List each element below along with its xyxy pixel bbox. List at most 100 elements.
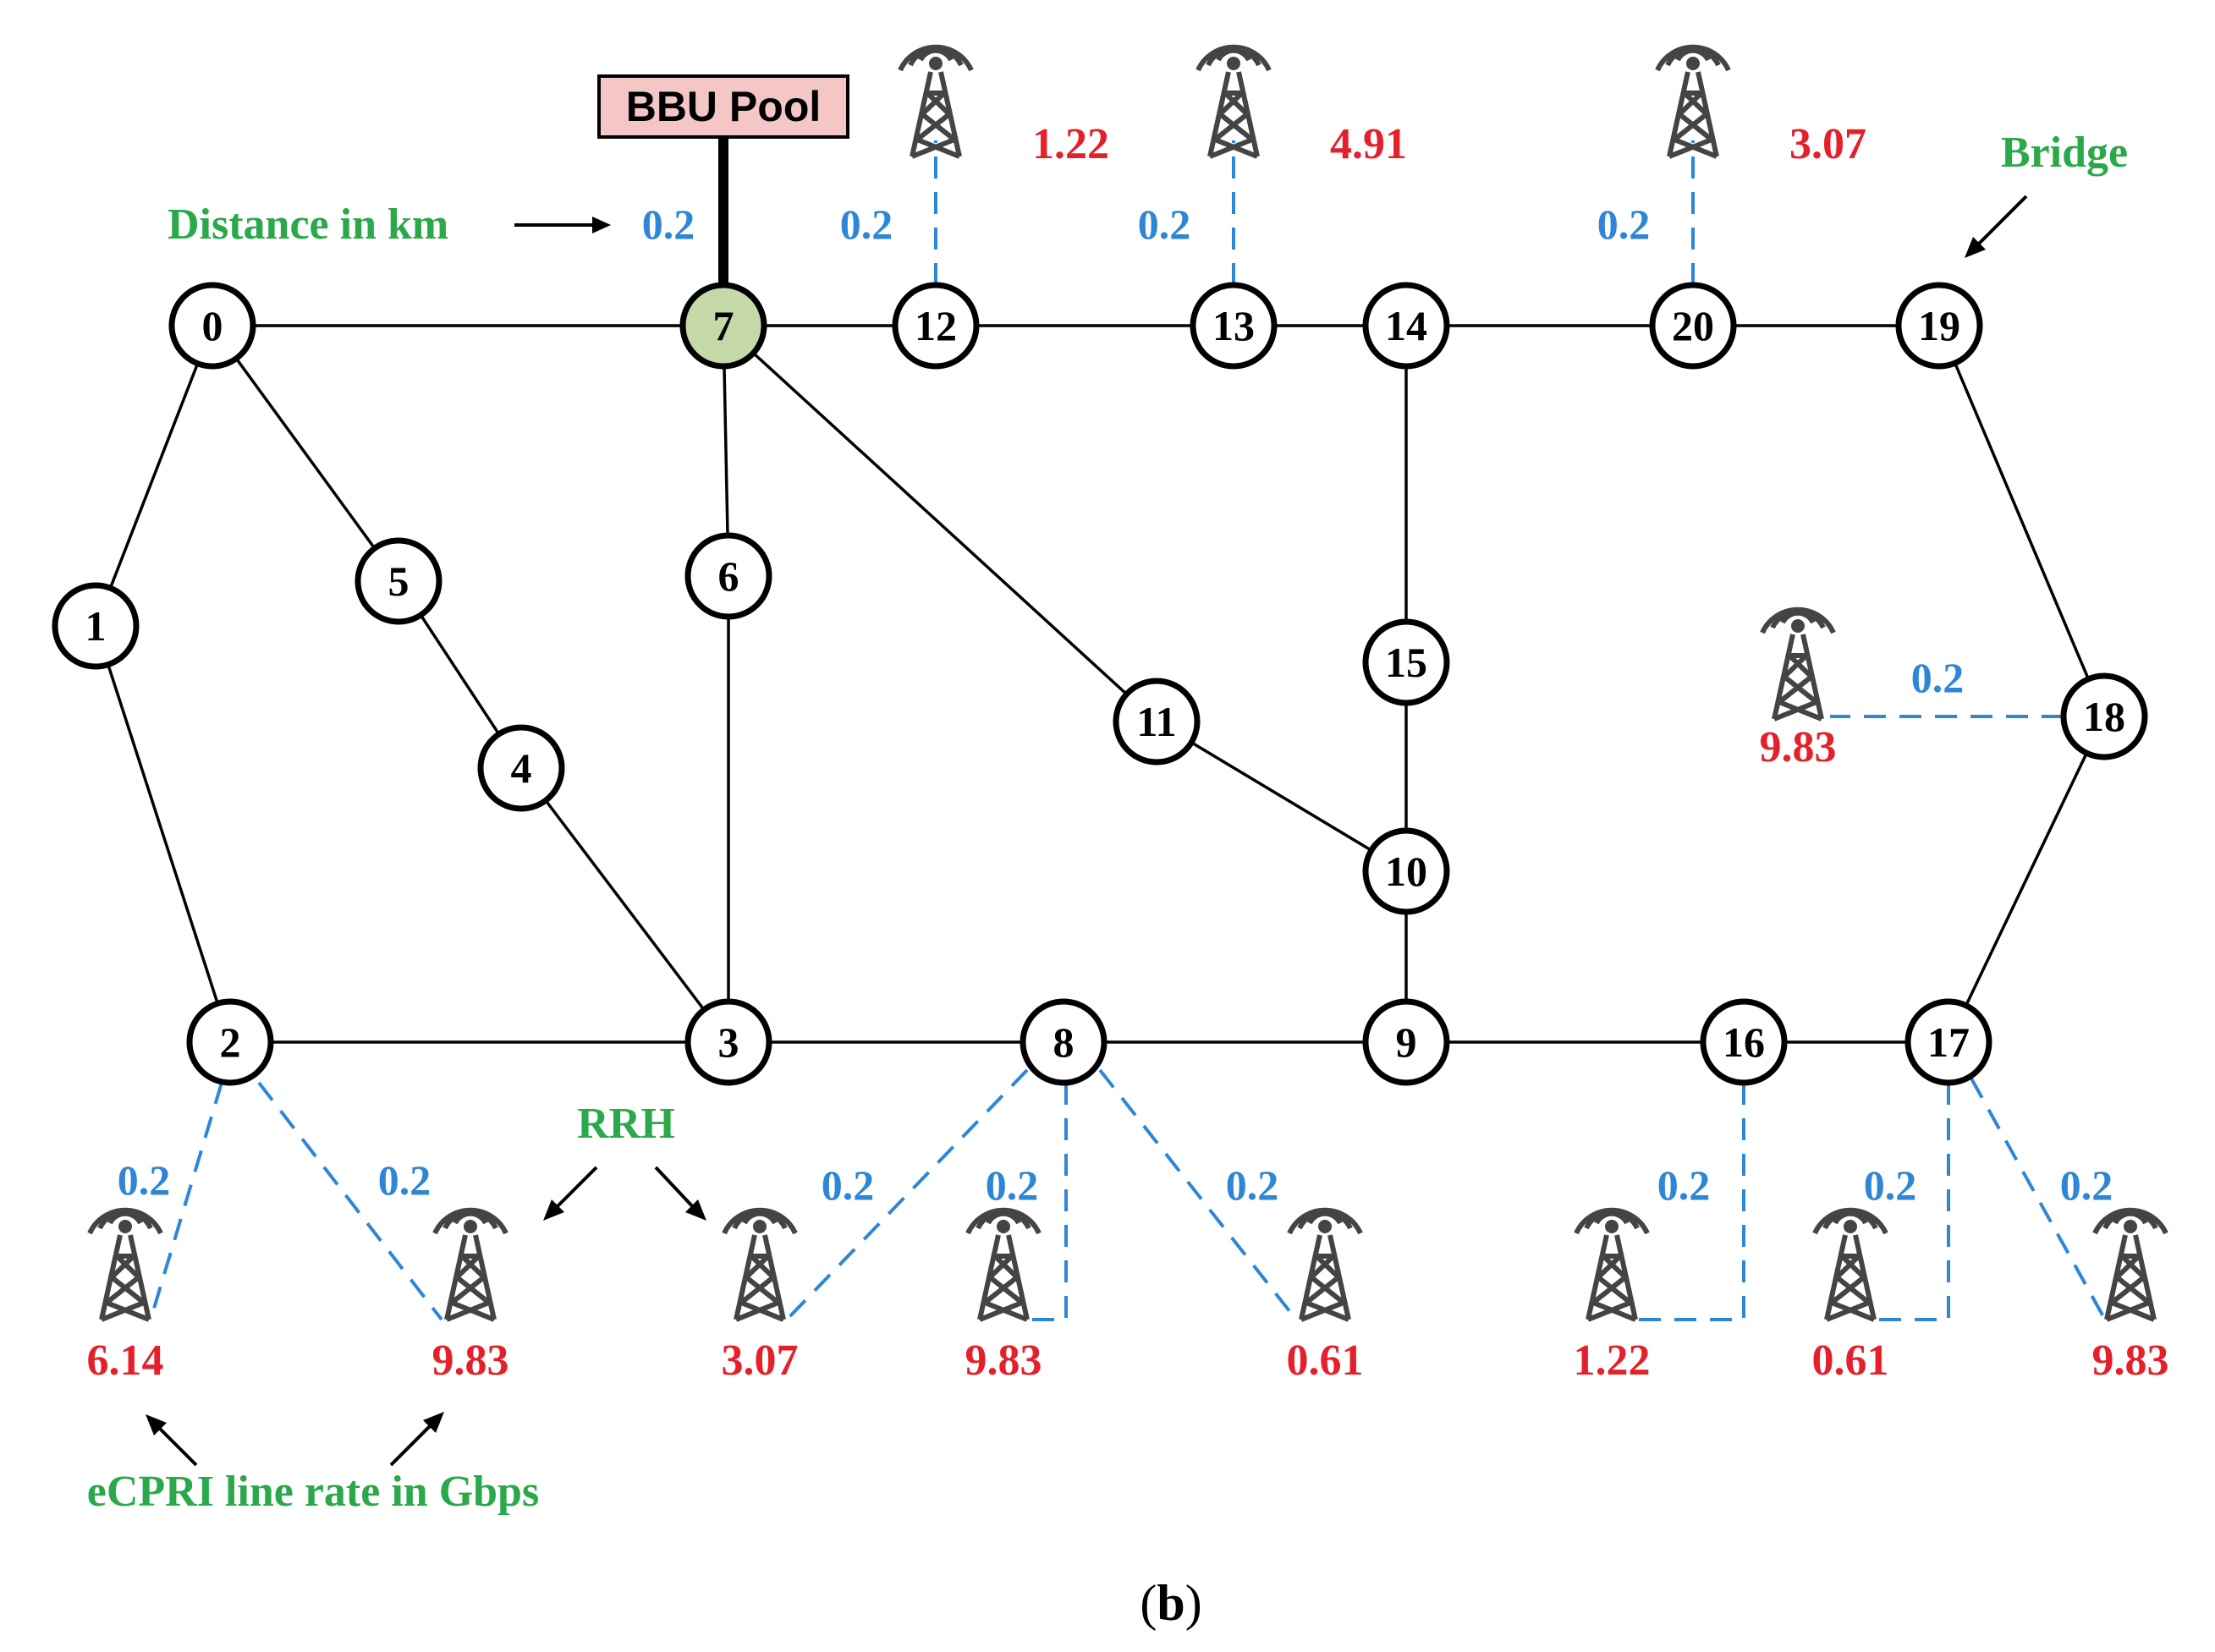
- node-label: 20: [1672, 302, 1714, 349]
- node-12: 12: [892, 282, 980, 370]
- node-2: 2: [186, 998, 274, 1086]
- rrh-link-10: [1876, 1083, 1950, 1321]
- node-circle: [892, 282, 980, 370]
- node-label: 14: [1385, 302, 1427, 349]
- antenna-tower-icon: [1195, 44, 1272, 159]
- figure-caption: (b): [1140, 1575, 1201, 1631]
- rrh-arrow-right-head: [685, 1199, 706, 1221]
- rrh-distance-label: 0.2: [378, 1156, 431, 1204]
- node-4: 4: [477, 724, 565, 812]
- edge-17-18: [1947, 716, 2106, 1043]
- edge-0-1: [94, 325, 214, 627]
- node-label: 16: [1723, 1018, 1765, 1066]
- signal-arc-outer: [1812, 1207, 1888, 1235]
- antenna-tower-icon: [1287, 1207, 1363, 1322]
- antenna-tower-icon: [1812, 1207, 1888, 1322]
- node-circle: [684, 532, 772, 620]
- tower-structure: [1667, 71, 1719, 159]
- node-5: 5: [355, 537, 442, 625]
- rrh-distance-label: 0.2: [1138, 200, 1191, 248]
- node-3: 3: [684, 998, 772, 1086]
- rrh-link-11: [1970, 1078, 2107, 1320]
- rrh-rate-label: 0.61: [1287, 1336, 1364, 1385]
- node-label: 2: [220, 1018, 241, 1066]
- node-13: 13: [1190, 282, 1278, 370]
- node-circle: [355, 537, 442, 625]
- rrh-6: 0.23.07: [722, 1161, 875, 1385]
- bridge-arrow-head: [1965, 237, 1986, 258]
- node-circle: [1904, 998, 1992, 1086]
- node-0: 0: [168, 282, 256, 370]
- signal-arc-outer: [965, 1207, 1042, 1235]
- tower-structure: [977, 1234, 1030, 1322]
- rrh-layer: 0.21.220.24.910.23.070.29.830.26.140.29.…: [87, 44, 2169, 1385]
- node-label: 4: [511, 744, 532, 792]
- node-circle: [1649, 282, 1737, 370]
- tower-structure: [734, 1234, 786, 1322]
- node-10: 10: [1362, 827, 1450, 915]
- rrh-arrow-left: [552, 1166, 598, 1211]
- rrh-5: 0.29.83: [378, 1156, 509, 1385]
- tower-structure: [2104, 1234, 2157, 1322]
- antenna-tower-icon: [432, 1207, 508, 1322]
- rate-arrow-right: [389, 1421, 435, 1467]
- bbu-pool-label: BBU Pool: [626, 83, 822, 130]
- bbu-pool-box: [597, 74, 849, 139]
- edge-18-19: [1937, 325, 2106, 717]
- node-label: 18: [2083, 693, 2125, 740]
- antenna-tower-icon: [722, 1207, 798, 1322]
- bridge-annotation: Bridge: [2001, 129, 2128, 177]
- node-circle: [684, 998, 772, 1086]
- node-circle: [1700, 998, 1788, 1086]
- node-label: 1: [85, 602, 107, 650]
- rrh-11: 0.29.83: [2060, 1161, 2169, 1385]
- rrh-distance-label: 0.2: [1864, 1161, 1917, 1209]
- node-19: 19: [1895, 282, 1983, 370]
- node-20: 20: [1649, 282, 1737, 370]
- node-circle: [1362, 827, 1450, 915]
- node-label: 0: [202, 302, 223, 349]
- tower-structure: [1586, 1234, 1638, 1322]
- antenna-dot: [929, 57, 943, 70]
- edge-4-3: [519, 766, 730, 1044]
- node-6: 6: [684, 532, 772, 620]
- antenna-dot: [753, 1220, 767, 1233]
- rrh-rate-label: 9.83: [2092, 1336, 2169, 1385]
- caption-letter: b: [1157, 1575, 1184, 1631]
- tower-structure: [99, 1234, 151, 1322]
- rrh-rate-label: 9.83: [965, 1336, 1042, 1385]
- node-circle: [1362, 618, 1450, 706]
- node-circle: [2060, 672, 2148, 760]
- node-circle: [1190, 282, 1278, 370]
- antenna-tower-icon: [1655, 44, 1731, 159]
- antenna-tower-icon: [1574, 1207, 1650, 1322]
- rrh-annotation: RRH: [577, 1100, 675, 1148]
- node-label: 9: [1396, 1018, 1417, 1066]
- antenna-tower-icon: [965, 1207, 1042, 1322]
- antenna-dot: [1791, 619, 1805, 633]
- tower-structure: [1772, 634, 1824, 722]
- rrh-7: 0.29.83: [965, 1161, 1042, 1385]
- line-rate-annotation: eCPRI line rate in Gbps: [87, 1468, 539, 1516]
- antenna-dot: [1605, 1220, 1619, 1233]
- edge-1-2: [94, 625, 232, 1043]
- caption-close: ): [1185, 1575, 1202, 1631]
- antenna-dot: [2124, 1220, 2137, 1233]
- tower-structure: [444, 1234, 497, 1322]
- rrh-link-9: [1637, 1083, 1745, 1321]
- rrh-rate-label: 0.61: [1812, 1336, 1889, 1385]
- node-label: 5: [388, 557, 409, 605]
- rrh-distance-label: 0.2: [1657, 1161, 1711, 1209]
- antenna-dot: [118, 1220, 132, 1233]
- rrh-links-layer: [149, 140, 2107, 1321]
- antenna-dot: [1686, 57, 1700, 70]
- node-circle: [477, 724, 565, 812]
- node-14: 14: [1362, 282, 1450, 370]
- antenna-dot: [1318, 1220, 1332, 1233]
- antenna-tower-icon: [2092, 1207, 2168, 1322]
- edge-11-10: [1156, 720, 1407, 873]
- rrh-distance-label: 0.2: [840, 200, 893, 248]
- signal-arc-outer: [2092, 1207, 2168, 1235]
